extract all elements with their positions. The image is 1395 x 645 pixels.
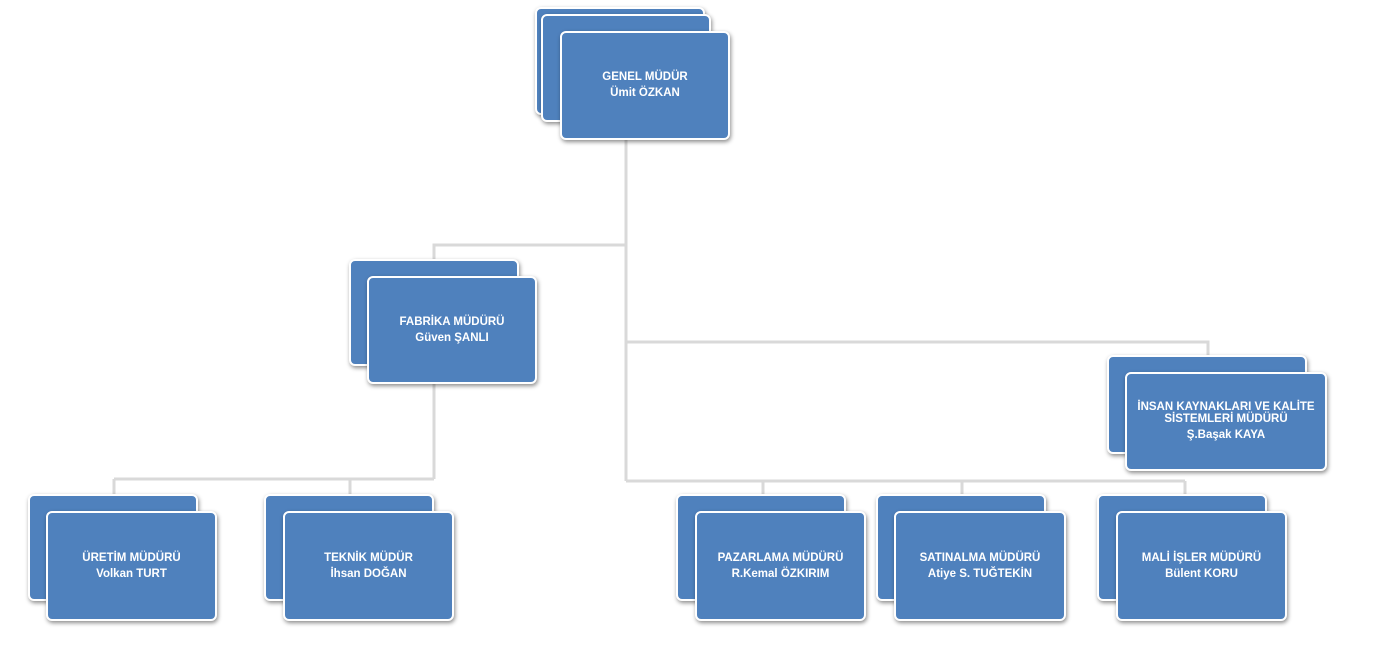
node-teknik-mudur-name: İhsan DOĞAN [330,567,407,580]
node-uretim-mudur-role: ÜRETİM MÜDÜRÜ [82,551,181,564]
node-pazarlama-mudur-name: R.Kemal ÖZKIRIM [731,567,830,580]
node-teknik-mudur-card: TEKNİK MÜDÜR İhsan DOĞAN [283,511,454,621]
connector-root-insan [626,340,1210,358]
node-satinalma-mudur-name: Atiye S. TUĞTEKİN [927,567,1033,580]
node-genel-mudur-role: GENEL MÜDÜR [602,71,688,83]
node-teknik-mudur-role: TEKNİK MÜDÜR [324,551,413,564]
node-insan-kaynaklari-name: Ş.Başak KAYA [1186,429,1266,441]
node-fabrika-mudur-name: Güven ŞANLI [415,331,489,344]
connector-root-fabrika [432,243,626,262]
node-pazarlama-mudur-role: PAZARLAMA MÜDÜRÜ [717,551,844,564]
node-satinalma-mudur-card: SATINALMA MÜDÜRÜ Atiye S. TUĞTEKİN [894,511,1066,621]
node-uretim-mudur-card: ÜRETİM MÜDÜRÜ Volkan TURT [46,511,217,621]
node-mali-isler-mudur-role: MALİ İŞLER MÜDÜRÜ [1141,551,1262,564]
node-genel-mudur-name: Ümit ÖZKAN [610,87,680,99]
node-insan-kaynaklari-card: İNSAN KAYNAKLARI VE KALİTE SİSTEMLERİ MÜ… [1125,372,1327,471]
node-mali-isler-mudur-name: Bülent KORU [1165,567,1238,580]
node-genel-mudur-card: GENEL MÜDÜR Ümit ÖZKAN [560,31,730,140]
node-mali-isler-mudur-card: MALİ İŞLER MÜDÜRÜ Bülent KORU [1116,511,1287,621]
node-insan-kaynaklari-role: İNSAN KAYNAKLARI VE KALİTE SİSTEMLERİ MÜ… [1137,401,1315,425]
node-satinalma-mudur-role: SATINALMA MÜDÜRÜ [919,551,1041,564]
node-pazarlama-mudur-card: PAZARLAMA MÜDÜRÜ R.Kemal ÖZKIRIM [695,511,866,621]
node-fabrika-mudur-role: FABRİKA MÜDÜRÜ [399,315,505,328]
node-fabrika-mudur-card: FABRİKA MÜDÜRÜ Güven ŞANLI [367,276,537,384]
node-uretim-mudur-name: Volkan TURT [96,567,167,580]
